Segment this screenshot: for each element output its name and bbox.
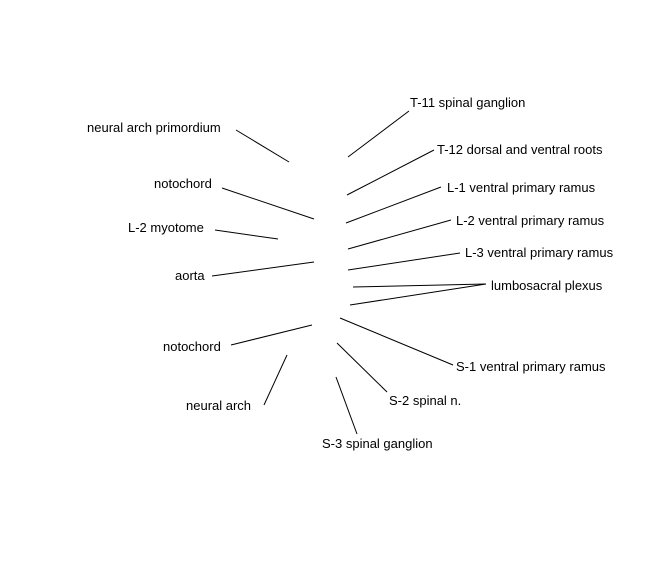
label-notochord-lower: notochord <box>163 339 221 354</box>
label-l2-myotome: L-2 myotome <box>128 220 204 235</box>
leader-l1-ventral-ramus <box>345 186 442 224</box>
leader-lumbosacral-plexus-lower <box>349 283 487 306</box>
leader-neural-arch-primordium <box>235 129 290 163</box>
label-t11-spinal-ganglion: T-11 spinal ganglion <box>410 95 525 110</box>
leader-t12-roots <box>346 149 435 196</box>
label-aorta: aorta <box>175 268 205 283</box>
leader-lumbosacral-plexus-upper <box>352 283 487 288</box>
leader-s3-spinal-ganglion <box>335 376 358 435</box>
leader-l2-ventral-ramus <box>347 219 452 250</box>
leader-t11-spinal-ganglion <box>347 110 410 158</box>
leader-s1-ventral-ramus <box>339 317 454 366</box>
label-neural-arch: neural arch <box>186 398 251 413</box>
leader-l2-myotome <box>214 229 279 240</box>
label-s1-ventral-ramus: S-1 ventral primary ramus <box>456 359 606 374</box>
label-t12-roots: T-12 dorsal and ventral roots <box>437 142 603 157</box>
leader-neural-arch <box>263 354 288 406</box>
label-l3-ventral-ramus: L-3 ventral primary ramus <box>465 245 614 260</box>
label-neural-arch-primordium: neural arch primordium <box>87 120 221 135</box>
leader-notochord-lower <box>230 324 313 346</box>
leader-l3-ventral-ramus <box>347 252 461 271</box>
label-s3-spinal-ganglion: S-3 spinal ganglion <box>322 436 433 451</box>
label-l1-ventral-ramus: L-1 ventral primary ramus <box>447 180 596 195</box>
leader-notochord-upper <box>221 187 315 220</box>
label-l2-ventral-ramus: L-2 ventral primary ramus <box>456 213 605 228</box>
label-s2-spinal-nerve: S-2 spinal n. <box>389 393 461 408</box>
leader-s2-spinal-nerve <box>336 342 388 393</box>
label-lumbosacral-plexus: lumbosacral plexus <box>491 278 603 293</box>
label-notochord-upper: notochord <box>154 176 212 191</box>
leader-aorta <box>211 261 315 277</box>
